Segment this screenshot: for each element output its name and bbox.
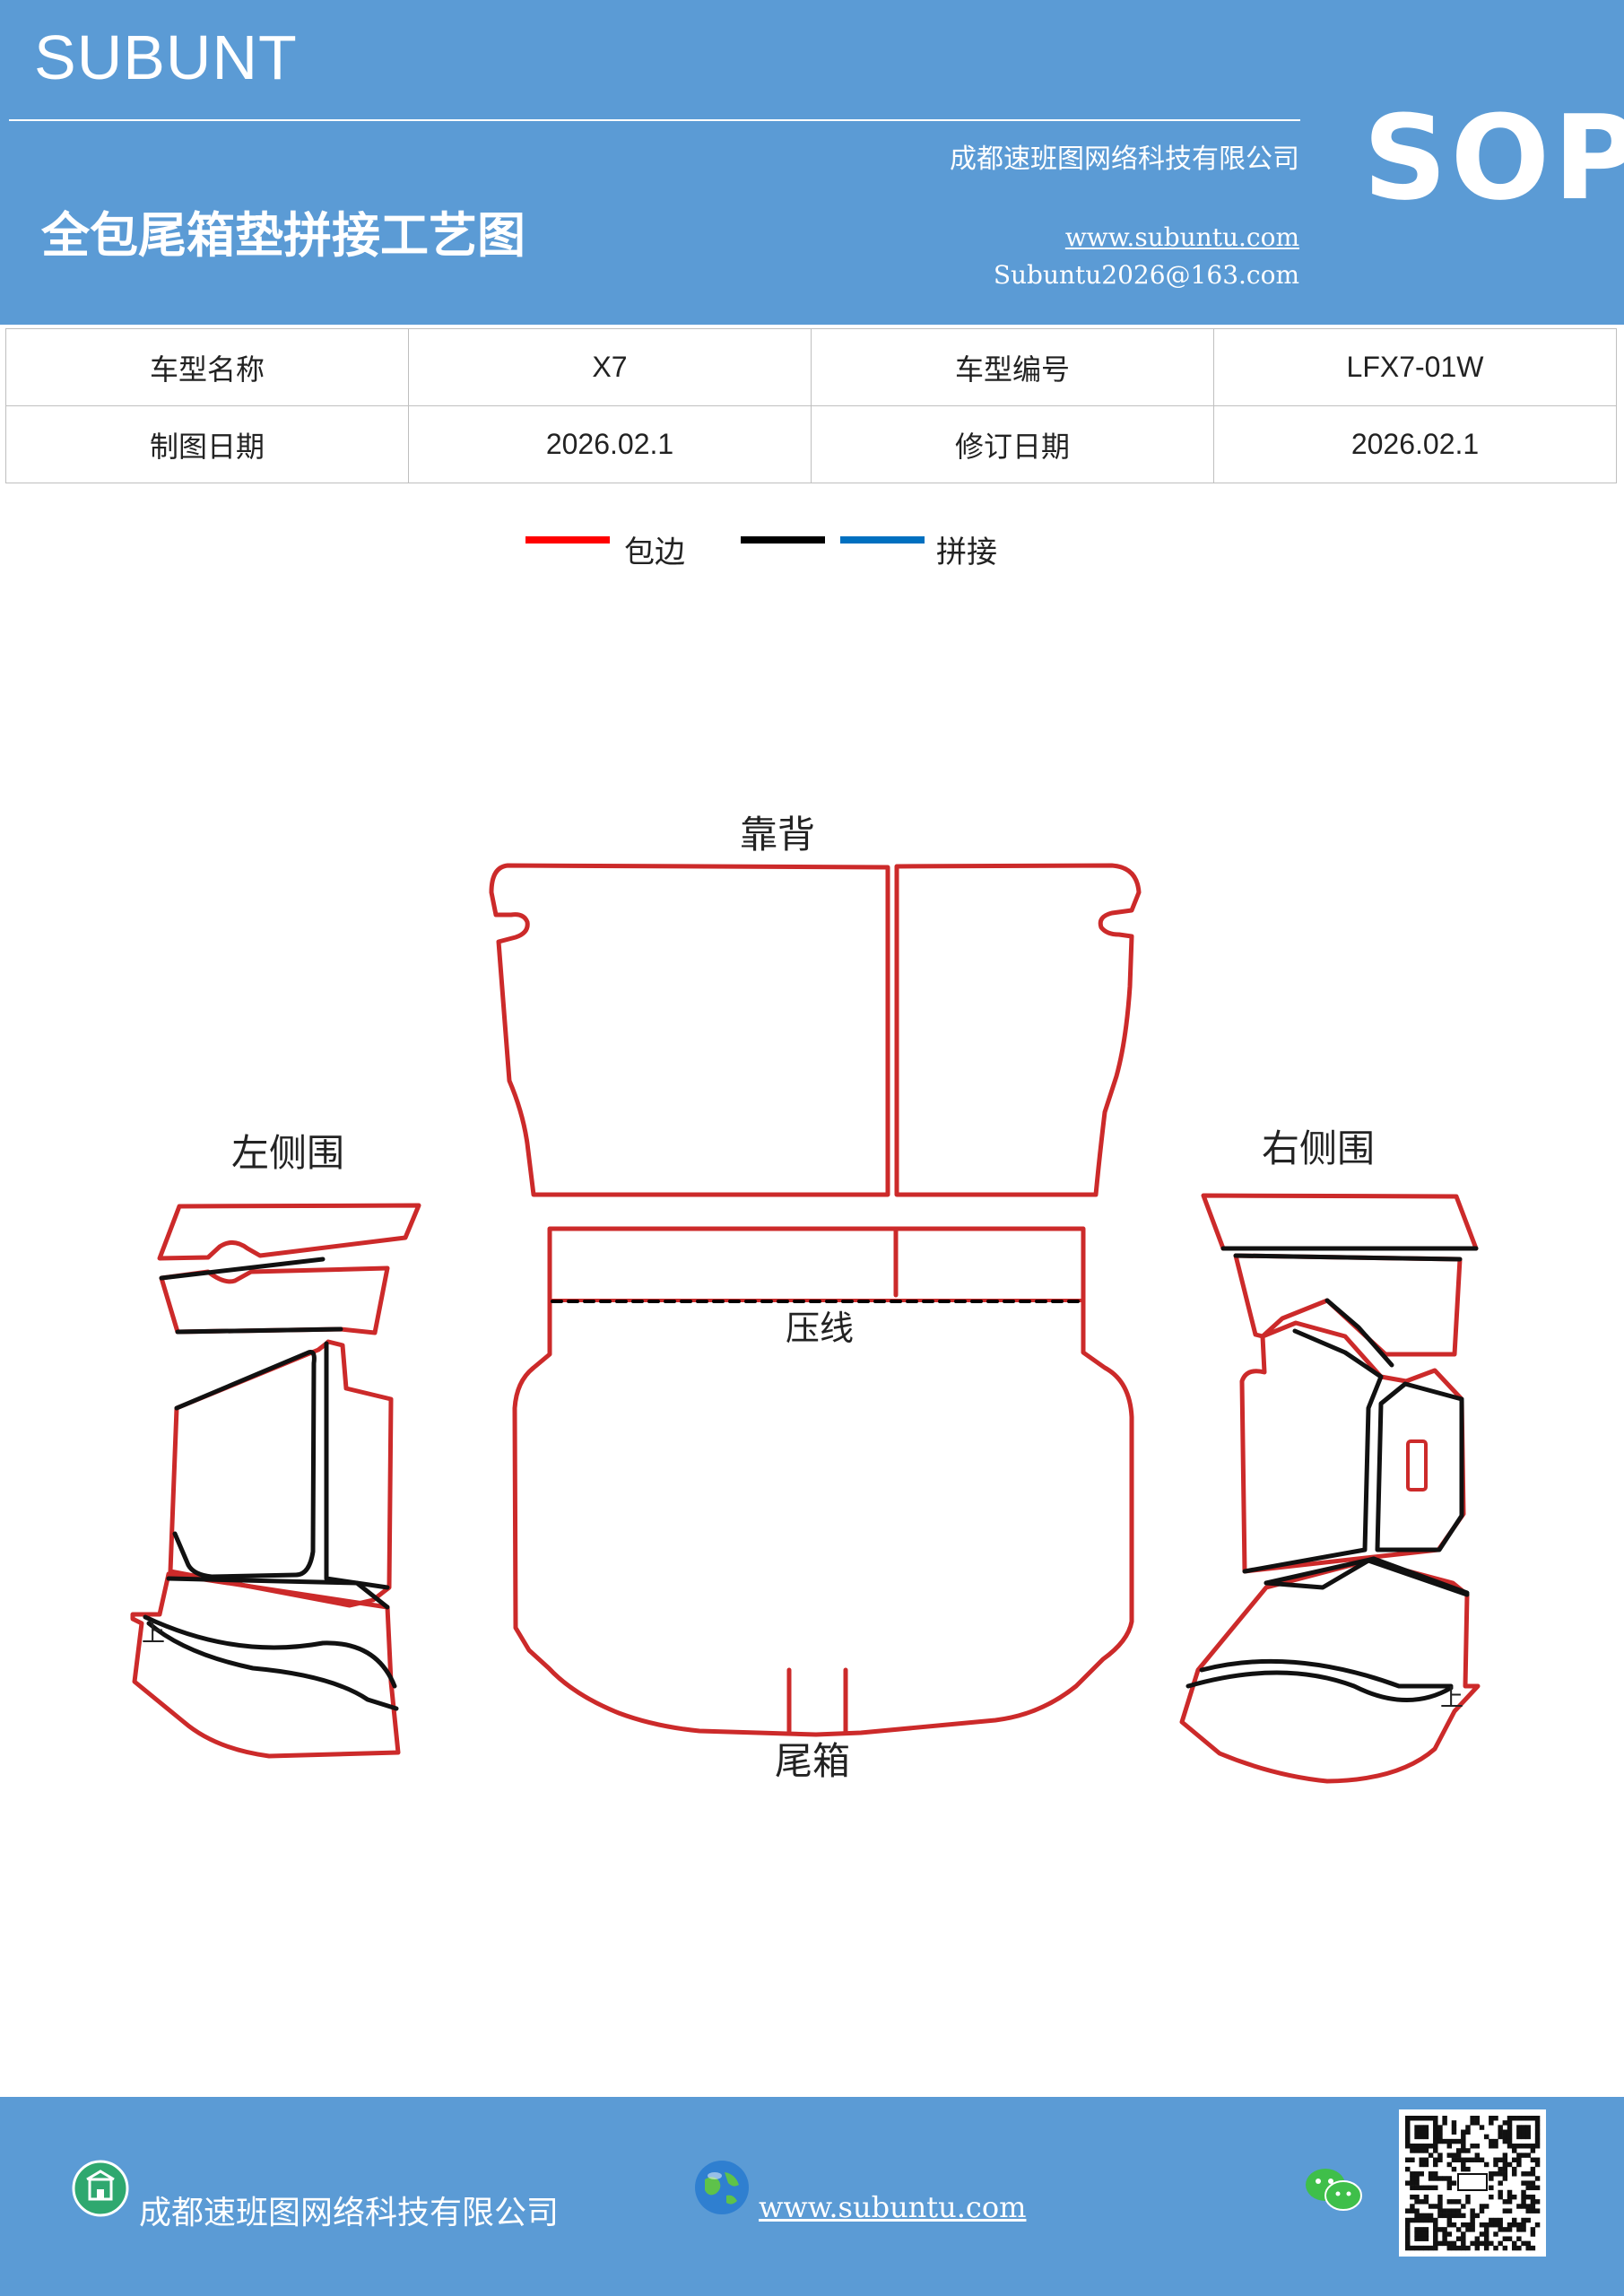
right-seam-5 bbox=[1375, 1381, 1464, 1552]
model-code-label: 车型编号 bbox=[811, 328, 1214, 406]
left-seam-1 bbox=[159, 1257, 326, 1281]
left-side-main bbox=[168, 1339, 394, 1608]
legend-swatch-seam bbox=[741, 536, 825, 544]
left-seam-3 bbox=[172, 1350, 317, 1579]
left-seam-5 bbox=[166, 1576, 390, 1610]
trunk-label: 尾箱 bbox=[775, 1739, 850, 1783]
right-seam-7 bbox=[1264, 1558, 1470, 1597]
document-title: 全包尾箱垫拼接工艺图 bbox=[41, 206, 525, 264]
right-seam-6 bbox=[1264, 1556, 1470, 1596]
brand-name: SUBUNT bbox=[34, 22, 298, 92]
right-seam-3 bbox=[1324, 1298, 1394, 1368]
legend-swatch-edge bbox=[525, 536, 610, 544]
wechat-icon bbox=[1306, 2169, 1362, 2211]
header-website-link[interactable]: www.subuntu.com bbox=[1064, 222, 1299, 252]
right-seam-9 bbox=[1185, 1670, 1454, 1702]
model-name-value: X7 bbox=[408, 328, 812, 406]
qr-code[interactable] bbox=[1399, 2109, 1546, 2257]
backrest-pieces bbox=[489, 863, 1142, 1197]
footer-company: 成都速班图网络科技有限公司 bbox=[139, 2195, 560, 2231]
line-legend: 包边 拼接 bbox=[0, 527, 1624, 572]
press-line-label: 压线 bbox=[786, 1309, 854, 1348]
trunk-floor-panel bbox=[512, 1226, 1134, 1737]
footer-website-link[interactable]: www.subuntu.com bbox=[759, 2190, 1027, 2224]
left-side-pieces bbox=[130, 1203, 421, 1759]
left-side-bottom bbox=[130, 1571, 401, 1759]
revision-date-value: 2026.02.1 bbox=[1213, 405, 1617, 483]
globe-icon bbox=[695, 2161, 749, 2214]
left-up-mark: 上 bbox=[142, 1621, 165, 1648]
model-code-value: LFX7-01W bbox=[1213, 328, 1617, 406]
legend-label-joint: 拼接 bbox=[936, 535, 997, 570]
model-name-label: 车型名称 bbox=[5, 328, 409, 406]
header-email: Subuntu2026@163.com bbox=[993, 260, 1299, 290]
right-seam-4 bbox=[1242, 1328, 1384, 1574]
footer-banner: 成都速班图网络科技有限公司 www.subuntu.com bbox=[0, 2097, 1624, 2296]
legend-swatch-joint bbox=[840, 536, 925, 544]
table-row: 车型名称 X7 车型编号 LFX7-01W bbox=[5, 328, 1617, 406]
left-seam-6 bbox=[143, 1614, 397, 1689]
legend-label-edge: 包边 bbox=[624, 535, 685, 570]
sop-badge: SOP bbox=[1363, 90, 1624, 226]
revision-date-label: 修订日期 bbox=[811, 405, 1214, 483]
right-side-bottom bbox=[1179, 1558, 1481, 1784]
backrest-left-panel bbox=[489, 863, 890, 1197]
header-banner: SUBUNT SOP 成都速班图网络科技有限公司 全包尾箱垫拼接工艺图 www.… bbox=[0, 0, 1624, 325]
left-side-label: 左侧围 bbox=[231, 1131, 344, 1175]
trunk-floor-pieces bbox=[512, 1226, 1134, 1737]
table-row: 制图日期 2026.02.1 修订日期 2026.02.1 bbox=[5, 405, 1617, 483]
right-side-label: 右侧围 bbox=[1262, 1126, 1375, 1170]
right-side-top-strip bbox=[1201, 1193, 1479, 1251]
left-seam-2 bbox=[175, 1326, 343, 1335]
right-side-main bbox=[1239, 1320, 1466, 1574]
left-side-second-strip bbox=[159, 1265, 390, 1335]
right-window-cutout bbox=[1406, 1439, 1428, 1492]
right-seam-8 bbox=[1199, 1658, 1454, 1689]
header-company: 成都速班图网络科技有限公司 bbox=[950, 144, 1299, 175]
right-side-pieces bbox=[1179, 1193, 1481, 1784]
left-seam-7 bbox=[146, 1621, 399, 1711]
right-seam-1 bbox=[1233, 1253, 1463, 1262]
building-icon bbox=[72, 2160, 129, 2217]
drawing-date-label: 制图日期 bbox=[5, 405, 409, 483]
backrest-right-panel bbox=[894, 863, 1142, 1197]
header-divider bbox=[9, 119, 1300, 121]
left-seam-4 bbox=[324, 1341, 390, 1590]
left-side-top-strip bbox=[157, 1203, 421, 1261]
backrest-label: 靠背 bbox=[740, 813, 815, 857]
vehicle-info-table: 车型名称 X7 车型编号 LFX7-01W 制图日期 2026.02.1 修订日… bbox=[5, 328, 1617, 483]
right-up-mark: 上 bbox=[1440, 1685, 1463, 1712]
drawing-date-value: 2026.02.1 bbox=[408, 405, 812, 483]
